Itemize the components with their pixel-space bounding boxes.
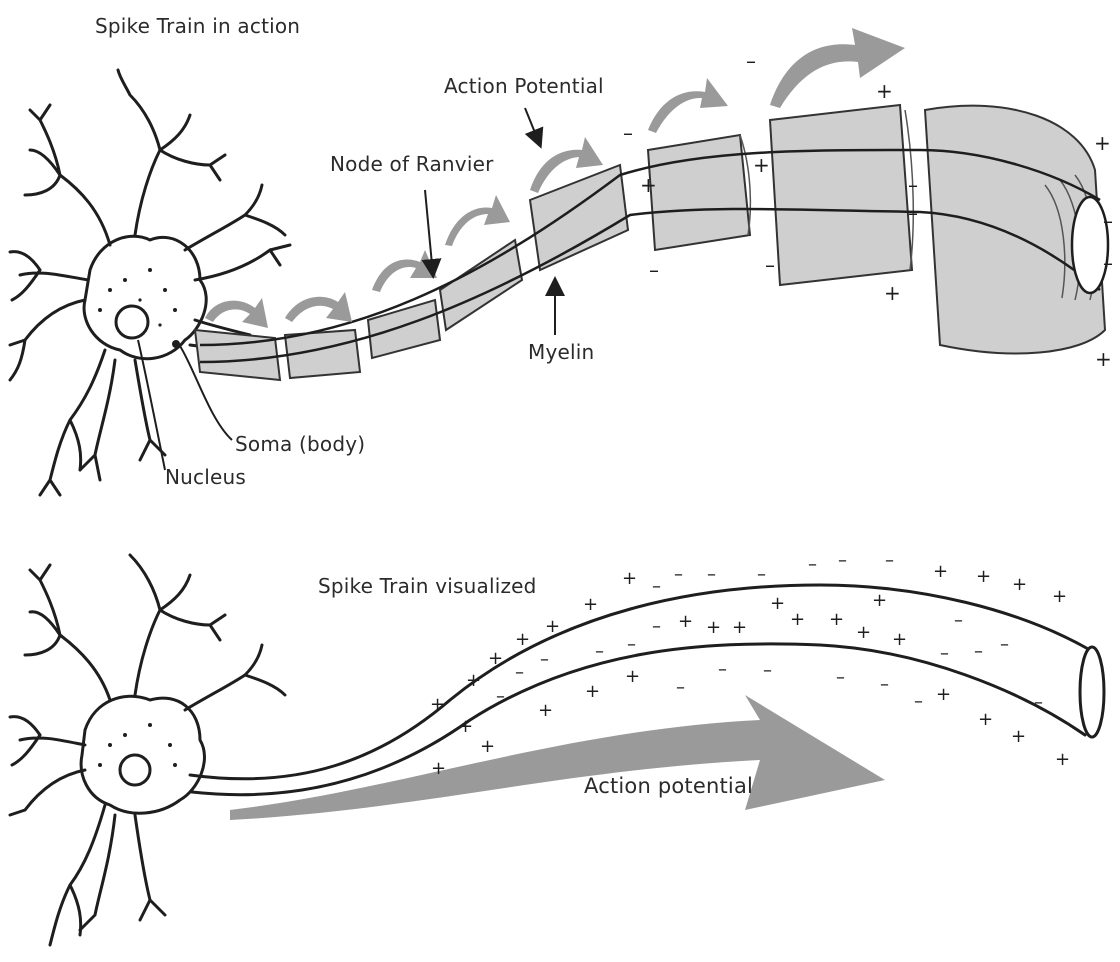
- svg-text:+: +: [753, 153, 770, 177]
- svg-text:–: –: [746, 49, 756, 73]
- svg-text:–: –: [940, 643, 949, 664]
- svg-text:+: +: [892, 629, 907, 650]
- svg-text:+: +: [430, 694, 445, 715]
- label-nucleus: Nucleus: [165, 465, 246, 489]
- svg-text:–: –: [1103, 209, 1113, 233]
- svg-text:–: –: [515, 662, 524, 683]
- svg-text:+: +: [515, 629, 530, 650]
- svg-text:–: –: [649, 258, 659, 282]
- svg-text:+: +: [622, 568, 637, 589]
- svg-text:–: –: [496, 686, 505, 707]
- svg-text:+: +: [1011, 726, 1026, 747]
- label-soma: Soma (body): [235, 432, 365, 456]
- svg-text:–: –: [707, 564, 716, 585]
- svg-text:–: –: [1034, 692, 1043, 713]
- svg-text:–: –: [718, 659, 727, 680]
- svg-text:–: –: [914, 691, 923, 712]
- label-action-potential-lower: Action potential: [584, 774, 753, 798]
- svg-text:+: +: [545, 616, 560, 637]
- myelin-segments: [195, 105, 1105, 380]
- svg-text:+: +: [1052, 586, 1067, 607]
- svg-text:–: –: [1000, 634, 1009, 655]
- svg-text:+: +: [829, 609, 844, 630]
- svg-text:–: –: [595, 641, 604, 662]
- bottom-soma-granules: [98, 723, 177, 767]
- svg-text:+: +: [488, 648, 503, 669]
- svg-text:–: –: [838, 550, 847, 571]
- bottom-title: Spike Train visualized: [318, 574, 537, 598]
- label-myelin: Myelin: [528, 340, 594, 364]
- svg-text:+: +: [678, 611, 693, 632]
- svg-text:+: +: [625, 666, 640, 687]
- svg-text:–: –: [652, 576, 661, 597]
- svg-text:–: –: [885, 550, 894, 571]
- svg-text:+: +: [466, 670, 481, 691]
- svg-text:+: +: [732, 617, 747, 638]
- svg-text:+: +: [585, 681, 600, 702]
- svg-text:+: +: [1012, 574, 1027, 595]
- label-action-potential: Action Potential: [444, 74, 604, 98]
- svg-text:–: –: [1103, 251, 1113, 275]
- svg-text:–: –: [974, 641, 983, 662]
- svg-text:+: +: [876, 79, 893, 103]
- svg-text:–: –: [954, 610, 963, 631]
- svg-text:–: –: [763, 660, 772, 681]
- svg-text:+: +: [936, 684, 951, 705]
- svg-text:+: +: [856, 622, 871, 643]
- svg-text:+: +: [1094, 131, 1111, 155]
- svg-text:+: +: [790, 609, 805, 630]
- svg-text:–: –: [908, 201, 918, 225]
- svg-text:+: +: [770, 593, 785, 614]
- svg-text:+: +: [431, 758, 446, 779]
- svg-text:–: –: [765, 253, 775, 277]
- svg-text:–: –: [808, 554, 817, 575]
- svg-text:–: –: [652, 616, 661, 637]
- svg-text:+: +: [480, 736, 495, 757]
- svg-text:+: +: [538, 700, 553, 721]
- svg-text:–: –: [540, 649, 549, 670]
- svg-text:–: –: [627, 634, 636, 655]
- svg-text:+: +: [933, 561, 948, 582]
- svg-text:+: +: [884, 281, 901, 305]
- svg-text:+: +: [1055, 749, 1070, 770]
- svg-text:+: +: [458, 716, 473, 737]
- action-potential-arrow: [230, 695, 885, 820]
- svg-text:–: –: [880, 674, 889, 695]
- svg-text:+: +: [872, 590, 887, 611]
- top-title: Spike Train in action: [95, 14, 300, 38]
- svg-text:–: –: [908, 173, 918, 197]
- svg-text:+: +: [583, 594, 598, 615]
- svg-text:+: +: [978, 709, 993, 730]
- svg-text:+: +: [706, 617, 721, 638]
- svg-text:–: –: [676, 677, 685, 698]
- svg-text:–: –: [757, 564, 766, 585]
- svg-text:–: –: [623, 121, 633, 145]
- svg-text:–: –: [674, 564, 683, 585]
- svg-text:+: +: [976, 566, 991, 587]
- svg-text:+: +: [1095, 347, 1112, 371]
- svg-text:–: –: [836, 667, 845, 688]
- svg-text:+: +: [640, 173, 657, 197]
- label-node-of-ranvier: Node of Ranvier: [330, 152, 494, 176]
